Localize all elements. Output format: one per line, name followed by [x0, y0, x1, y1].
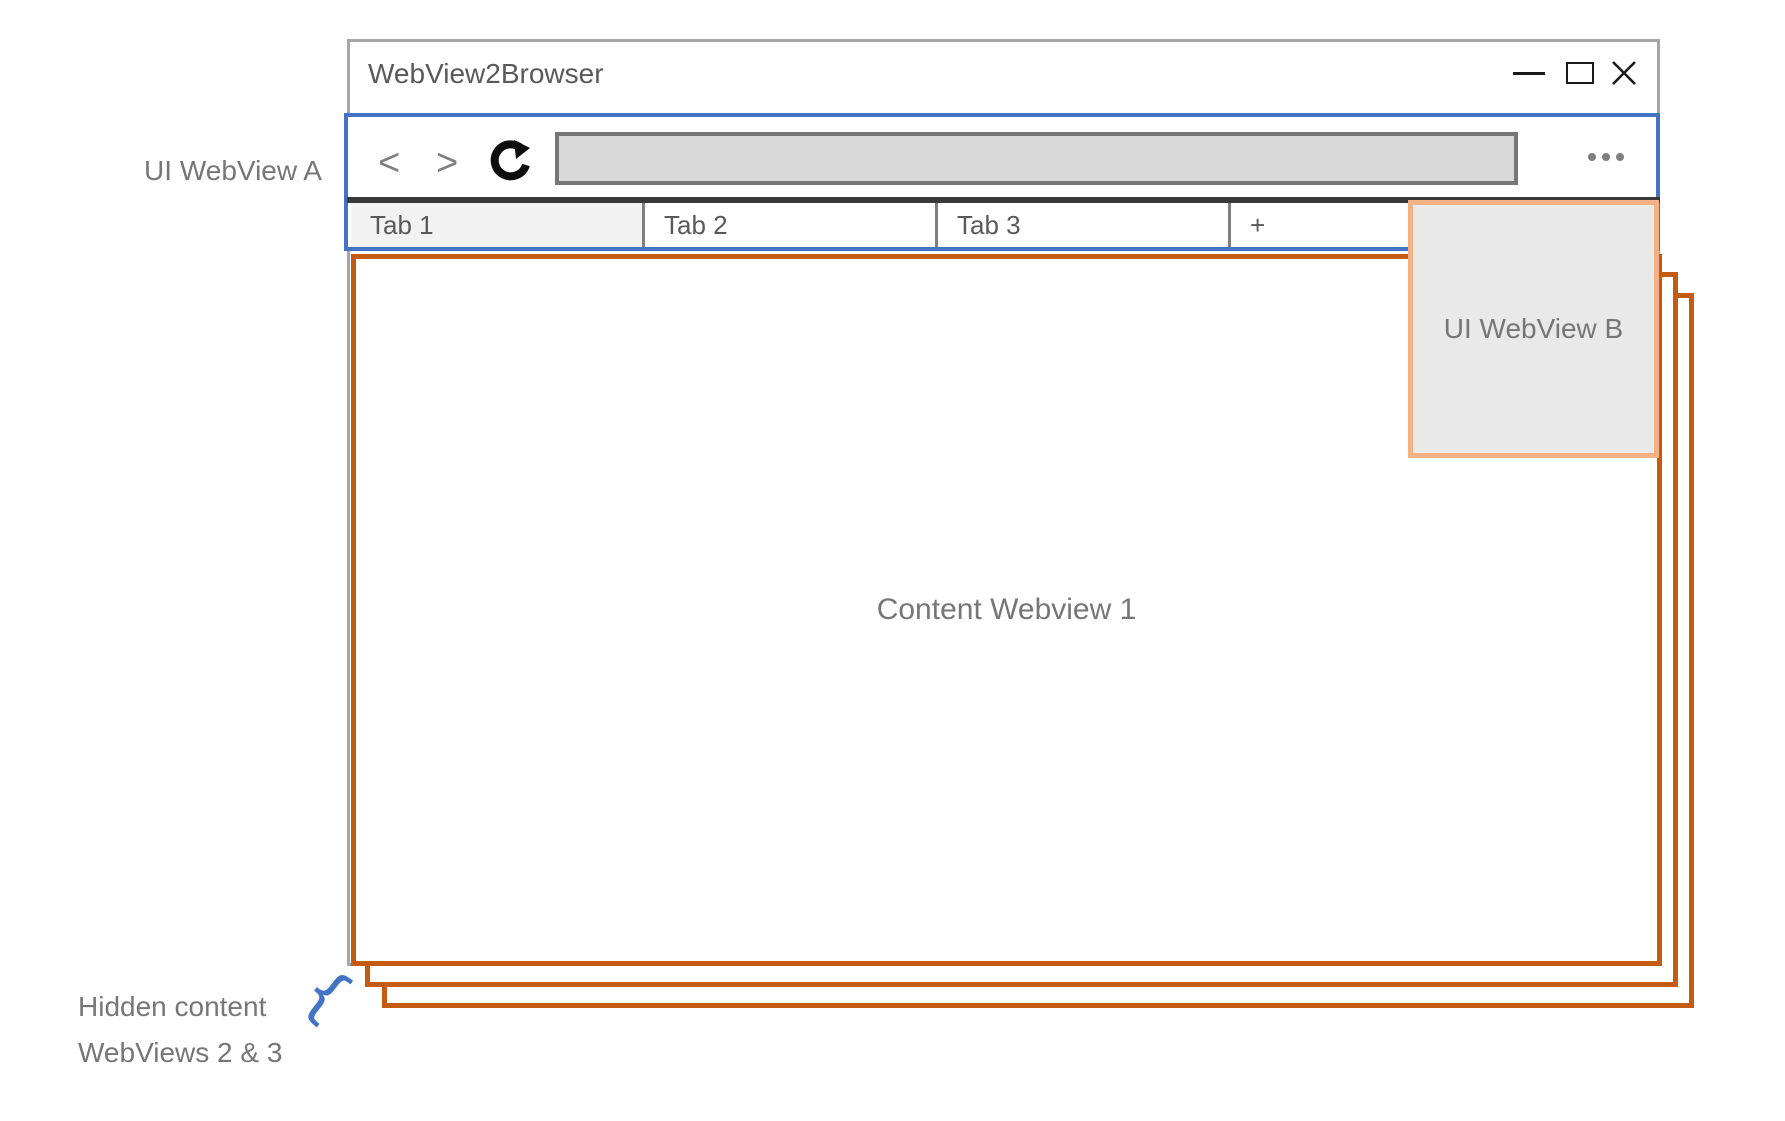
- overflow-menu-icon[interactable]: [1588, 153, 1624, 161]
- maximize-icon[interactable]: [1566, 62, 1594, 84]
- ui-webview-b: UI WebView B: [1408, 200, 1659, 458]
- address-bar-input[interactable]: [555, 132, 1518, 185]
- tabstrip-top-border: [347, 197, 1660, 203]
- ui-webview-b-label: UI WebView B: [1443, 313, 1624, 344]
- reload-icon[interactable]: [487, 140, 531, 184]
- hidden-content-label-line1: Hidden content: [78, 991, 267, 1022]
- back-button[interactable]: <: [378, 142, 401, 184]
- hidden-content-label-line2: WebViews 2 & 3: [78, 1037, 283, 1068]
- tab-1[interactable]: Tab 1: [351, 203, 645, 247]
- close-icon[interactable]: [1610, 59, 1638, 87]
- minimize-icon[interactable]: [1513, 72, 1545, 75]
- tab-2[interactable]: Tab 2: [645, 203, 938, 247]
- window-title: WebView2Browser: [368, 58, 604, 89]
- tab-3[interactable]: Tab 3: [938, 203, 1231, 247]
- forward-button[interactable]: >: [436, 142, 459, 184]
- hidden-content-label: Hidden content WebViews 2 & 3: [78, 984, 282, 1076]
- ui-webview-a-label: UI WebView A: [144, 155, 322, 186]
- content-webview-1-label: Content Webview 1: [876, 593, 1137, 626]
